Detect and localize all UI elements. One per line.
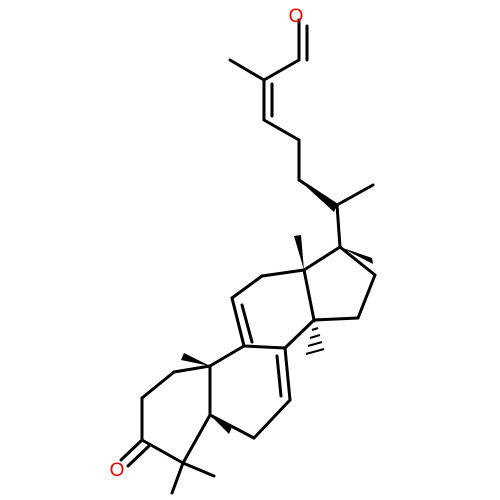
bond: [283, 318, 316, 350]
bond: [252, 398, 292, 440]
bond: [181, 413, 212, 465]
bond: [312, 316, 360, 322]
wedge-bond: [210, 415, 232, 434]
bond: [275, 354, 283, 398]
oxygen-atom-label: O: [289, 6, 304, 27]
bond: [240, 303, 254, 344]
bond: [283, 346, 292, 402]
bond: [302, 268, 316, 322]
bond: [242, 344, 287, 350]
bond: [126, 444, 151, 468]
bond: [230, 296, 246, 348]
bond: [208, 413, 256, 440]
wedge-bond: [340, 247, 373, 264]
bond: [140, 370, 176, 400]
bond: [230, 274, 264, 300]
bond: [140, 438, 185, 465]
bond-lines: [119, 18, 377, 495]
wedge-bonds: [181, 180, 373, 434]
bond: [228, 58, 266, 82]
bond: [181, 461, 216, 478]
hashed-bond: [305, 320, 325, 355]
bond: [262, 58, 301, 82]
bond: [335, 203, 342, 249]
bond: [208, 344, 246, 368]
bond: [262, 118, 301, 142]
wedge-bond: [294, 235, 304, 270]
wedge-bond: [181, 353, 210, 366]
wedge-bond: [299, 180, 337, 212]
bond: [172, 364, 212, 374]
bond: [302, 245, 342, 272]
bond: [335, 183, 375, 207]
bond: [356, 273, 377, 320]
bond: [260, 268, 306, 278]
oxygen-atom-label: O: [110, 460, 125, 481]
bond: [338, 245, 377, 277]
bond: [119, 438, 144, 462]
bond: [170, 461, 185, 495]
